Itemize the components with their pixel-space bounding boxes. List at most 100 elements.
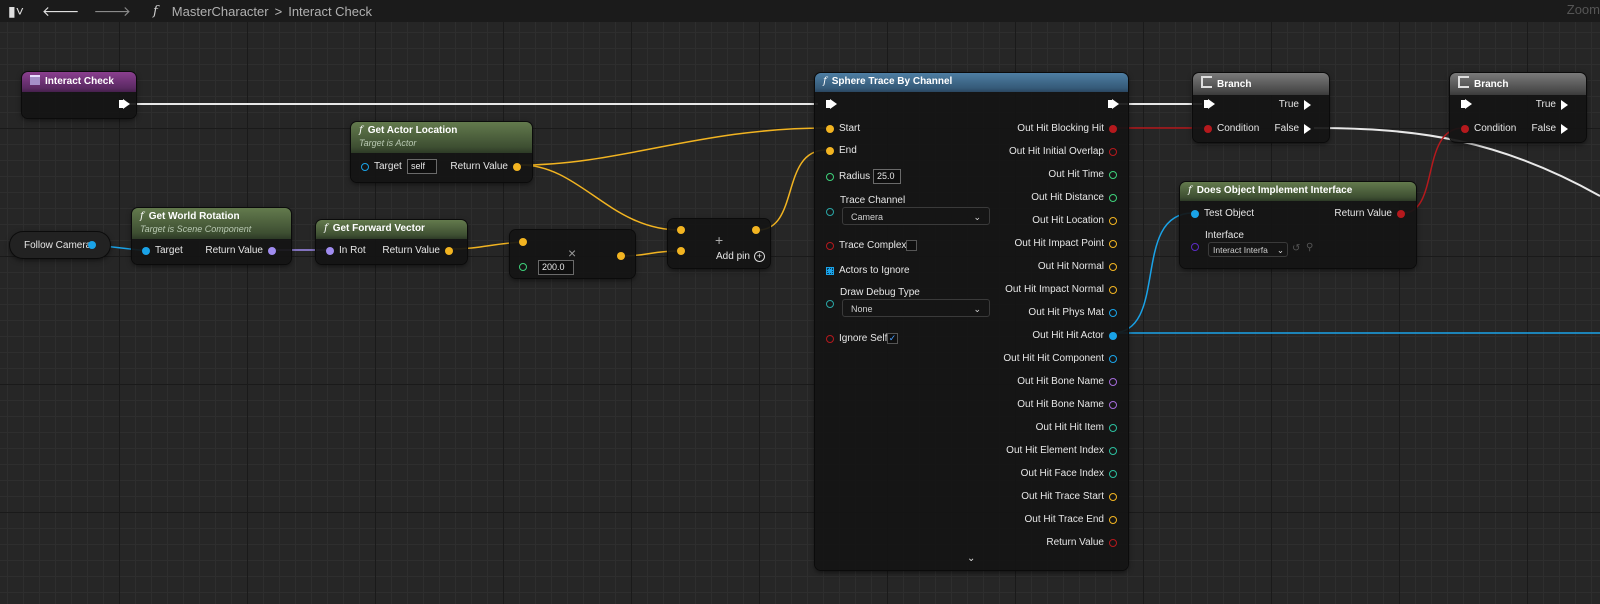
- out-hit-hit-actor-pin[interactable]: Out Hit Hit Actor: [1032, 330, 1122, 341]
- end-input-pin[interactable]: End: [821, 145, 857, 156]
- add-pin-button[interactable]: Add pin+: [716, 251, 765, 262]
- name-pin-icon: [1109, 377, 1117, 386]
- draw-debug-type-input-pin[interactable]: [826, 300, 834, 308]
- exec-pin-icon: [1561, 123, 1568, 134]
- vector-input-pin[interactable]: [519, 238, 527, 246]
- bookmark-icon[interactable]: ▮˅: [8, 2, 24, 19]
- out-hit-initial-overlap-pin[interactable]: Out Hit Initial Overlap: [1009, 146, 1122, 157]
- return-value-output-pin[interactable]: Return Value: [1046, 537, 1122, 548]
- trace-channel-input-pin[interactable]: [826, 208, 834, 216]
- interface-input-pin[interactable]: [1191, 243, 1199, 251]
- radius-input-pin[interactable]: Radius: [821, 171, 870, 182]
- vector-pin-icon: [445, 246, 453, 255]
- out-hit-hit-item-pin[interactable]: Out Hit Hit Item: [1036, 422, 1122, 433]
- float-pin-icon: [1109, 170, 1117, 179]
- exec-output-pin[interactable]: [119, 99, 130, 109]
- actors-to-ignore-input-pin[interactable]: Actors to Ignore: [821, 265, 910, 276]
- out-hit-normal-pin[interactable]: Out Hit Normal: [1038, 261, 1122, 272]
- interface-dropdown[interactable]: Interact Interfa⌄: [1208, 242, 1288, 257]
- chevron-down-icon[interactable]: ⌄: [967, 553, 976, 564]
- ignore-self-checkbox[interactable]: ✓: [887, 333, 898, 344]
- add-circle-icon: +: [753, 251, 765, 262]
- use-selected-icon[interactable]: ↺: [1292, 243, 1301, 254]
- node-header: Branch: [1193, 73, 1329, 95]
- true-output-pin[interactable]: True: [1279, 99, 1316, 110]
- exec-pin-icon: [1304, 99, 1311, 110]
- trace-channel-dropdown[interactable]: Camera⌄: [842, 207, 990, 225]
- return-value-output-pin[interactable]: Return Value: [1334, 208, 1410, 219]
- vector-input-pin[interactable]: [677, 226, 685, 234]
- node-interact-check[interactable]: Interact Check: [22, 72, 136, 118]
- bool-pin-icon: [1109, 147, 1117, 156]
- chevron-down-icon: ⌄: [973, 212, 981, 222]
- ignore-self-input-pin[interactable]: Ignore Self: [821, 333, 887, 344]
- trace-complex-input-pin[interactable]: Trace Complex: [821, 240, 906, 251]
- out-hit-distance-pin[interactable]: Out Hit Distance: [1031, 192, 1122, 203]
- vector-output-pin[interactable]: [752, 226, 760, 234]
- exec-output-pin[interactable]: [1108, 99, 1119, 109]
- exec-input-pin[interactable]: [826, 99, 837, 109]
- vector-pin-icon: [826, 146, 834, 155]
- vector-input-pin[interactable]: [677, 247, 685, 255]
- trace-complex-checkbox[interactable]: [906, 240, 917, 251]
- target-self-field[interactable]: self: [407, 159, 437, 174]
- vector-wire: [520, 164, 681, 231]
- vector-output-pin[interactable]: [617, 252, 625, 260]
- out-hit-face-index-pin[interactable]: Out Hit Face Index: [1021, 468, 1122, 479]
- arrow-right-icon[interactable]: 🡒: [93, 2, 131, 19]
- out-hit-location-pin[interactable]: Out Hit Location: [1032, 215, 1122, 226]
- return-value-output-pin[interactable]: Return Value: [450, 161, 526, 172]
- out-hit-hit-component-pin[interactable]: Out Hit Hit Component: [1003, 353, 1122, 364]
- out-hit-impact-point-pin[interactable]: Out Hit Impact Point: [1015, 238, 1122, 249]
- browse-search-icon[interactable]: ⚲: [1306, 242, 1314, 253]
- object-pin-icon: [1109, 331, 1117, 340]
- multiplier-value-field[interactable]: 200.0: [538, 260, 574, 275]
- node-branch[interactable]: Branch: [1193, 73, 1329, 142]
- out-hit-bone-name-pin[interactable]: Out Hit Bone Name: [1017, 399, 1122, 410]
- radius-value-field[interactable]: 25.0: [873, 169, 901, 184]
- out-hit-element-index-pin[interactable]: Out Hit Element Index: [1006, 445, 1122, 456]
- out-hit-trace-end-pin[interactable]: Out Hit Trace End: [1025, 514, 1122, 525]
- condition-input-pin[interactable]: Condition: [1199, 123, 1259, 134]
- out-hit-bone-name-pin[interactable]: Out Hit Bone Name: [1017, 376, 1122, 387]
- follow-camera-output-pin[interactable]: [88, 241, 96, 249]
- bool-pin-icon: [1397, 209, 1405, 218]
- out-hit-blocking-hit-pin[interactable]: Out Hit Blocking Hit: [1017, 123, 1122, 134]
- breadcrumb-parent[interactable]: MasterCharacter: [171, 3, 269, 19]
- int-pin-icon: [1109, 423, 1117, 432]
- arrow-left-icon[interactable]: 🡐: [41, 2, 80, 19]
- condition-input-pin[interactable]: Condition: [1456, 123, 1516, 134]
- in-rot-input-pin[interactable]: In Rot: [321, 245, 366, 256]
- target-input-pin[interactable]: Target: [356, 161, 402, 172]
- false-output-pin[interactable]: False: [1532, 123, 1573, 134]
- false-output-pin[interactable]: False: [1275, 123, 1316, 134]
- float-pin-icon: [826, 172, 834, 181]
- int-pin-icon: [1109, 446, 1117, 455]
- out-hit-time-pin[interactable]: Out Hit Time: [1048, 169, 1122, 180]
- exec-input-pin[interactable]: [1461, 99, 1472, 109]
- out-hit-phys-mat-pin[interactable]: Out Hit Phys Mat: [1028, 307, 1122, 318]
- true-output-pin[interactable]: True: [1536, 99, 1573, 110]
- function-icon: f: [823, 76, 827, 87]
- breadcrumb-current[interactable]: Interact Check: [288, 3, 373, 19]
- draw-debug-type-dropdown[interactable]: None⌄: [842, 299, 990, 317]
- target-input-pin[interactable]: Target: [137, 245, 183, 256]
- out-hit-impact-normal-pin[interactable]: Out Hit Impact Normal: [1005, 284, 1122, 295]
- vector-pin-icon: [826, 124, 834, 133]
- out-hit-trace-start-pin[interactable]: Out Hit Trace Start: [1021, 491, 1122, 502]
- test-object-input-pin[interactable]: Test Object: [1186, 208, 1254, 219]
- return-value-output-pin[interactable]: Return Value: [382, 245, 458, 256]
- start-input-pin[interactable]: Start: [821, 123, 860, 134]
- exec-input-pin[interactable]: [1204, 99, 1215, 109]
- float-input-pin[interactable]: [519, 263, 527, 271]
- branch-icon: [1458, 76, 1469, 88]
- return-value-output-pin[interactable]: Return Value: [205, 245, 281, 256]
